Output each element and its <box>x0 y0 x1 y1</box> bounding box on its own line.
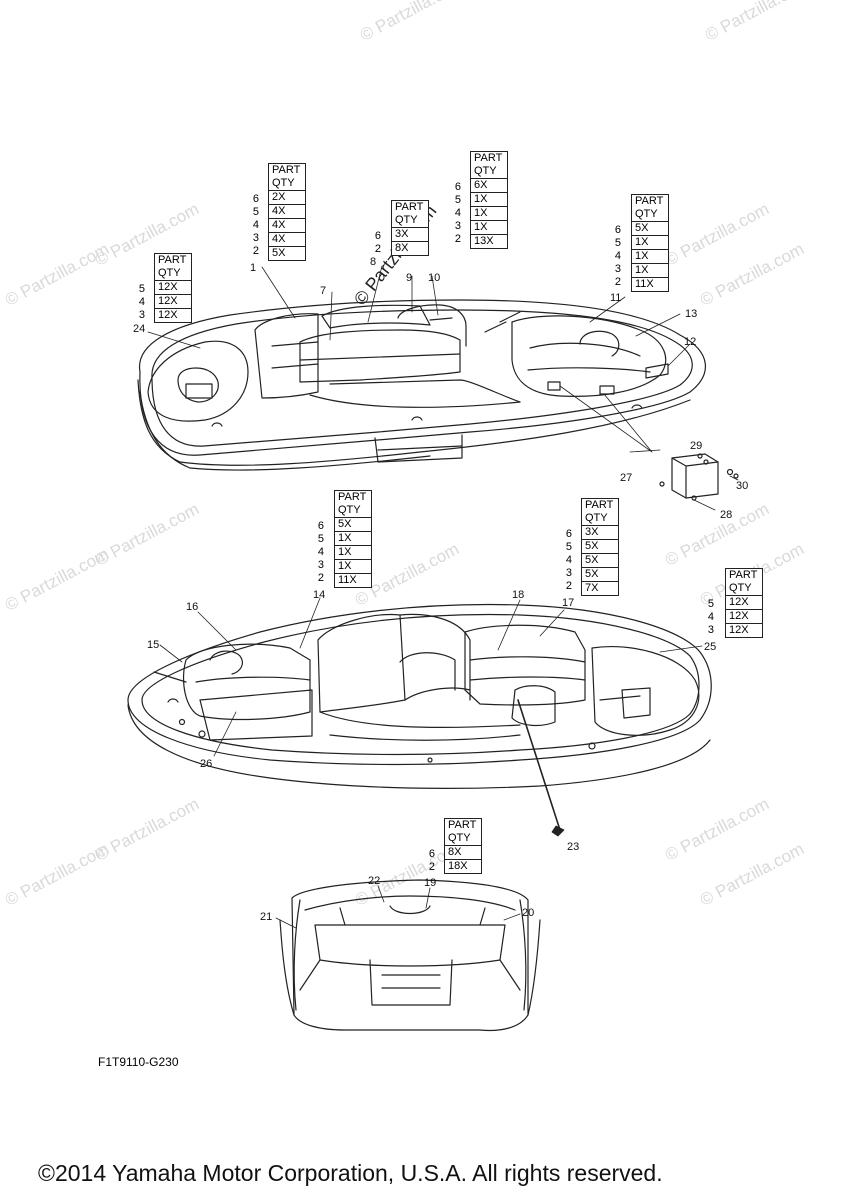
callout-23: 23 <box>567 841 579 853</box>
callout-16: 16 <box>186 601 198 613</box>
boat-top-view <box>137 299 706 471</box>
callout-10: 10 <box>428 272 440 284</box>
boat-middle-view <box>127 603 712 789</box>
leader-lines-bottom <box>275 885 521 929</box>
callout-28: 28 <box>720 509 732 521</box>
leader-lines-top <box>147 265 691 453</box>
callout-29: 29 <box>690 440 702 452</box>
callout-30: 30 <box>736 480 748 492</box>
figure-code: F1T9110-G230 <box>98 1055 179 1069</box>
callout-27: 27 <box>620 472 632 484</box>
callout-15: 15 <box>147 639 159 651</box>
callout-26: 26 <box>200 758 212 770</box>
callout-8: 8 <box>370 256 376 268</box>
callout-1: 1 <box>250 262 256 274</box>
callout-12: 12 <box>684 336 696 348</box>
callout-24: 24 <box>133 323 145 335</box>
callout-22: 22 <box>368 875 380 887</box>
callout-21: 21 <box>260 911 272 923</box>
callout-labels: 1 7 8 9 10 24 11 13 12 29 27 30 28 14 16… <box>133 256 748 923</box>
callout-20: 20 <box>522 907 534 919</box>
callout-19: 19 <box>424 877 436 889</box>
callout-14: 14 <box>313 589 325 601</box>
callout-7: 7 <box>320 285 326 297</box>
boat-stern-view <box>279 879 541 1032</box>
callout-17: 17 <box>562 597 574 609</box>
callout-13: 13 <box>685 308 697 320</box>
leader-lines-middle <box>159 597 703 837</box>
callout-25: 25 <box>704 641 716 653</box>
bracket-detail <box>659 453 739 511</box>
callout-9: 9 <box>406 272 412 284</box>
copyright-notice: ©2014 Yamaha Motor Corporation, U.S.A. A… <box>38 1160 663 1186</box>
callout-18: 18 <box>512 589 524 601</box>
callout-11: 11 <box>610 292 621 304</box>
